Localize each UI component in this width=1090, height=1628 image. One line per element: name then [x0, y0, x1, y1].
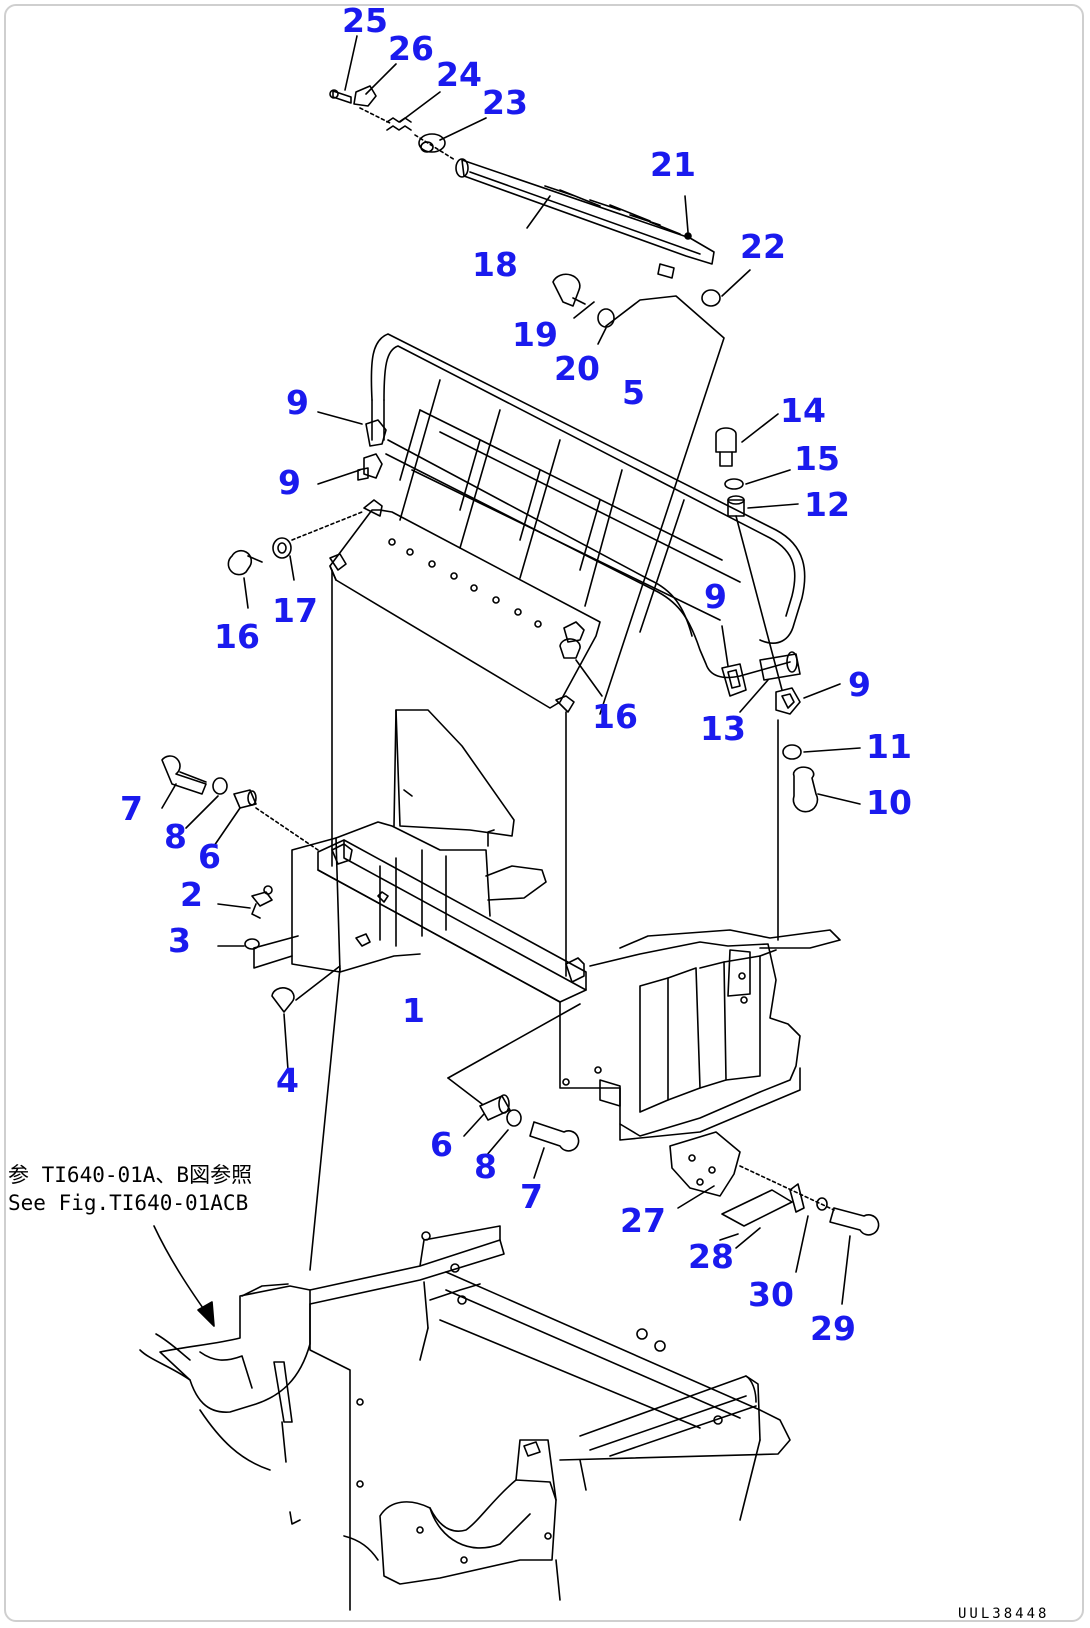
- part-bolt-10: [792, 766, 819, 813]
- part-nut-16-right: [559, 638, 581, 659]
- callout-9-upper[interactable]: 9: [286, 383, 309, 422]
- callout-10[interactable]: 10: [866, 783, 912, 822]
- callout-6-right[interactable]: 6: [430, 1125, 453, 1164]
- part-washer-15: [724, 478, 744, 490]
- callout-15[interactable]: 15: [794, 439, 840, 478]
- callout-19[interactable]: 19: [512, 315, 558, 354]
- callout-22[interactable]: 22: [740, 227, 786, 266]
- part-bolt-7-right: [529, 1121, 580, 1152]
- callout-8-left[interactable]: 8: [164, 817, 187, 856]
- callout-23[interactable]: 23: [482, 83, 528, 122]
- part-bolt-25: [329, 89, 352, 104]
- machine-frame: [139, 1225, 791, 1611]
- reference-arrow: [153, 1225, 215, 1327]
- callout-2[interactable]: 2: [180, 875, 203, 914]
- callout-17[interactable]: 17: [272, 591, 318, 630]
- figure-code: UUL38448: [958, 1606, 1050, 1622]
- part-washer-30: [816, 1197, 828, 1211]
- callout-7-right[interactable]: 7: [520, 1177, 543, 1216]
- part-nut-16-left: [227, 549, 253, 576]
- part-bolt-7-left: [161, 755, 207, 795]
- callout-16-left[interactable]: 16: [214, 617, 260, 656]
- part-clip-2: [251, 885, 273, 919]
- part-bracket-26: [353, 85, 377, 107]
- callout-6-left[interactable]: 6: [198, 837, 221, 876]
- callout-14[interactable]: 14: [780, 391, 826, 430]
- part-clamp-9-right: [721, 663, 801, 715]
- callout-5[interactable]: 5: [622, 373, 645, 412]
- callout-11[interactable]: 11: [866, 727, 912, 766]
- part-collar-13: [759, 651, 801, 681]
- callout-28[interactable]: 28: [688, 1237, 734, 1276]
- callout-9-right-upper[interactable]: 9: [704, 577, 727, 616]
- part-bushing-6-right: [479, 1094, 511, 1121]
- part-bracket-1: [253, 709, 841, 1141]
- callout-9-middle[interactable]: 9: [278, 463, 301, 502]
- part-washer-8-right: [506, 1109, 522, 1127]
- callout-24[interactable]: 24: [436, 55, 482, 94]
- part-bolt-19: [552, 273, 586, 307]
- callout-27[interactable]: 27: [620, 1201, 666, 1240]
- callout-21[interactable]: 21: [650, 145, 696, 184]
- part-spring-washer-24: [386, 117, 412, 131]
- callout-30[interactable]: 30: [748, 1275, 794, 1314]
- callout-18[interactable]: 18: [472, 245, 518, 284]
- part-plug-4: [271, 987, 295, 1013]
- part-washer-11: [782, 744, 802, 760]
- part-washer-17: [272, 537, 292, 559]
- part-guard-5: [329, 333, 806, 713]
- part-nut-22: [701, 289, 721, 307]
- part-collar-12: [727, 495, 745, 517]
- reference-note-jp: 参 TI640-01A、B図参照: [8, 1163, 253, 1187]
- part-clamp-23: [418, 133, 446, 153]
- callout-4[interactable]: 4: [276, 1061, 299, 1100]
- callout-7-left[interactable]: 7: [120, 789, 143, 828]
- callout-16-right[interactable]: 16: [592, 697, 638, 736]
- callout-9-right-lower[interactable]: 9: [848, 665, 871, 704]
- part-bolt-14: [715, 427, 737, 467]
- reference-note-en: See Fig.TI640-01ACB: [8, 1191, 249, 1215]
- part-bushing-6-left: [233, 789, 257, 809]
- callout-12[interactable]: 12: [804, 485, 850, 524]
- callout-25[interactable]: 25: [342, 1, 388, 40]
- part-bolt-29: [829, 1207, 880, 1236]
- callout-8-right[interactable]: 8: [474, 1147, 497, 1186]
- part-plate-28: [721, 1183, 805, 1227]
- part-screw-3: [244, 938, 260, 950]
- part-washer-20: [597, 308, 615, 328]
- callout-1[interactable]: 1: [402, 991, 425, 1030]
- callout-26[interactable]: 26: [388, 29, 434, 68]
- callout-3[interactable]: 3: [168, 921, 191, 960]
- callout-13[interactable]: 13: [700, 709, 746, 748]
- callout-29[interactable]: 29: [810, 1309, 856, 1348]
- part-clamp-9-upper: [357, 419, 387, 481]
- part-plate-27: [669, 1131, 741, 1197]
- callout-20[interactable]: 20: [554, 349, 600, 388]
- part-washer-8-left: [212, 777, 228, 795]
